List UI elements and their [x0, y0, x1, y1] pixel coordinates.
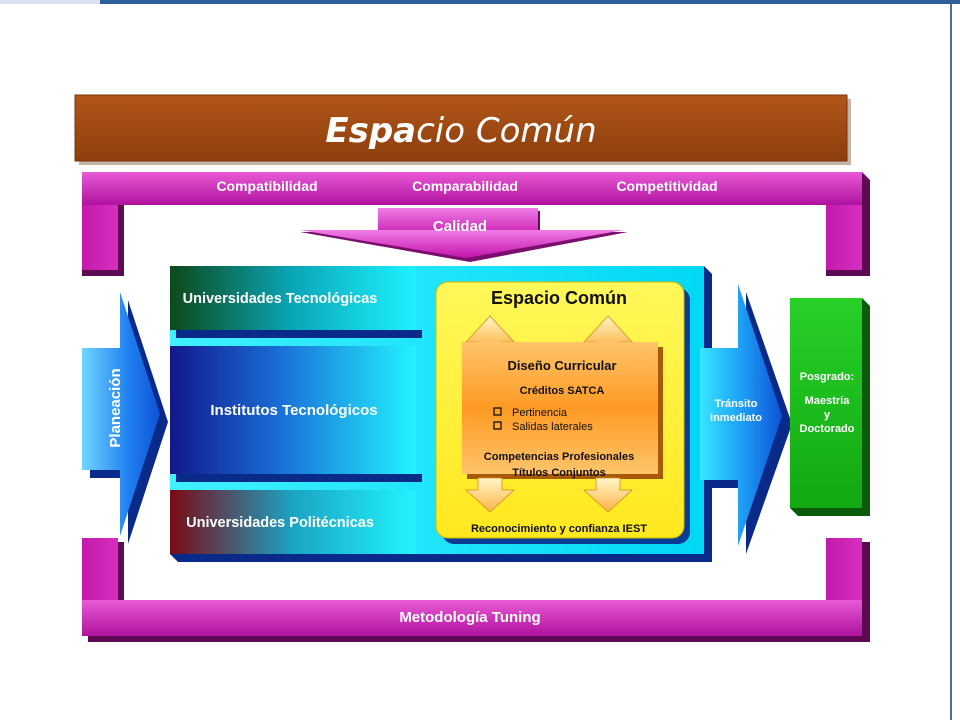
down-arrow-right-icon	[582, 477, 634, 513]
reconocimiento-label: Reconocimiento y confianza IEST	[471, 523, 647, 535]
espacio-comun-box: Espacio Común Diseño Curricular Créditos…	[435, 281, 690, 544]
institutos-tecnologicos-block	[170, 346, 416, 474]
top-band: Compatibilidad Comparabilidad Competitiv…	[82, 172, 870, 276]
bullet-pertinencia: Pertinencia	[512, 407, 568, 419]
maestria-label: Maestría	[805, 395, 851, 407]
doctorado-label: Doctorado	[800, 423, 855, 435]
universidades-politecnicas-block	[170, 490, 416, 554]
checkbox-bullet-icon	[493, 421, 502, 430]
universidades-politecnicas-label: Universidades Politécnicas	[186, 515, 374, 531]
metodologia-tuning-label: Metodología Tuning	[399, 609, 540, 626]
transito-label-line1: Tránsito	[715, 398, 758, 410]
titulos-conjuntos-label: Títulos Conjuntos	[512, 467, 605, 479]
slide-right-border	[950, 4, 952, 720]
bottom-band: Metodología Tuning	[82, 538, 870, 642]
posgrado-box: Posgrado: Maestría y Doctorado	[790, 298, 870, 516]
universidades-tecnologicas-block	[170, 266, 416, 330]
calidad-label: Calidad	[433, 218, 487, 235]
title-bar: Espacio Común	[74, 94, 851, 165]
calidad-arrow: Calidad	[300, 208, 628, 262]
institutos-tecnologicos-label: Institutos Tecnológicos	[210, 402, 377, 419]
transito-label-line2: inmediato	[710, 412, 762, 424]
diseno-curricular-label: Diseño Curricular	[507, 358, 616, 373]
creditos-satca-label: Créditos SATCA	[520, 385, 605, 397]
planeacion-arrow: Planeación	[82, 292, 168, 544]
checkbox-bullet-icon	[493, 407, 502, 416]
top-band-label-compatibilidad: Compatibilidad	[216, 178, 317, 194]
top-band-label-competitividad: Competitividad	[616, 178, 717, 194]
down-arrow-left-icon	[464, 477, 516, 513]
universidades-tecnologicas-label: Universidades Tecnológicas	[183, 291, 378, 307]
transito-arrow: Tránsito inmediato	[700, 284, 792, 554]
top-band-label-comparabilidad: Comparabilidad	[412, 178, 518, 194]
espacio-comun-title: Espacio Común	[491, 288, 627, 308]
planeacion-label: Planeación	[107, 368, 124, 447]
posgrado-label: Posgrado:	[800, 371, 854, 383]
title-text: Espacio Común	[325, 111, 596, 151]
bullet-salidas-laterales: Salidas laterales	[512, 421, 593, 433]
y-label: y	[824, 409, 831, 421]
competencias-profesionales-label: Competencias Profesionales	[484, 451, 634, 463]
slide-top-bar-gap	[0, 0, 100, 4]
slide-top-bar	[0, 0, 960, 4]
